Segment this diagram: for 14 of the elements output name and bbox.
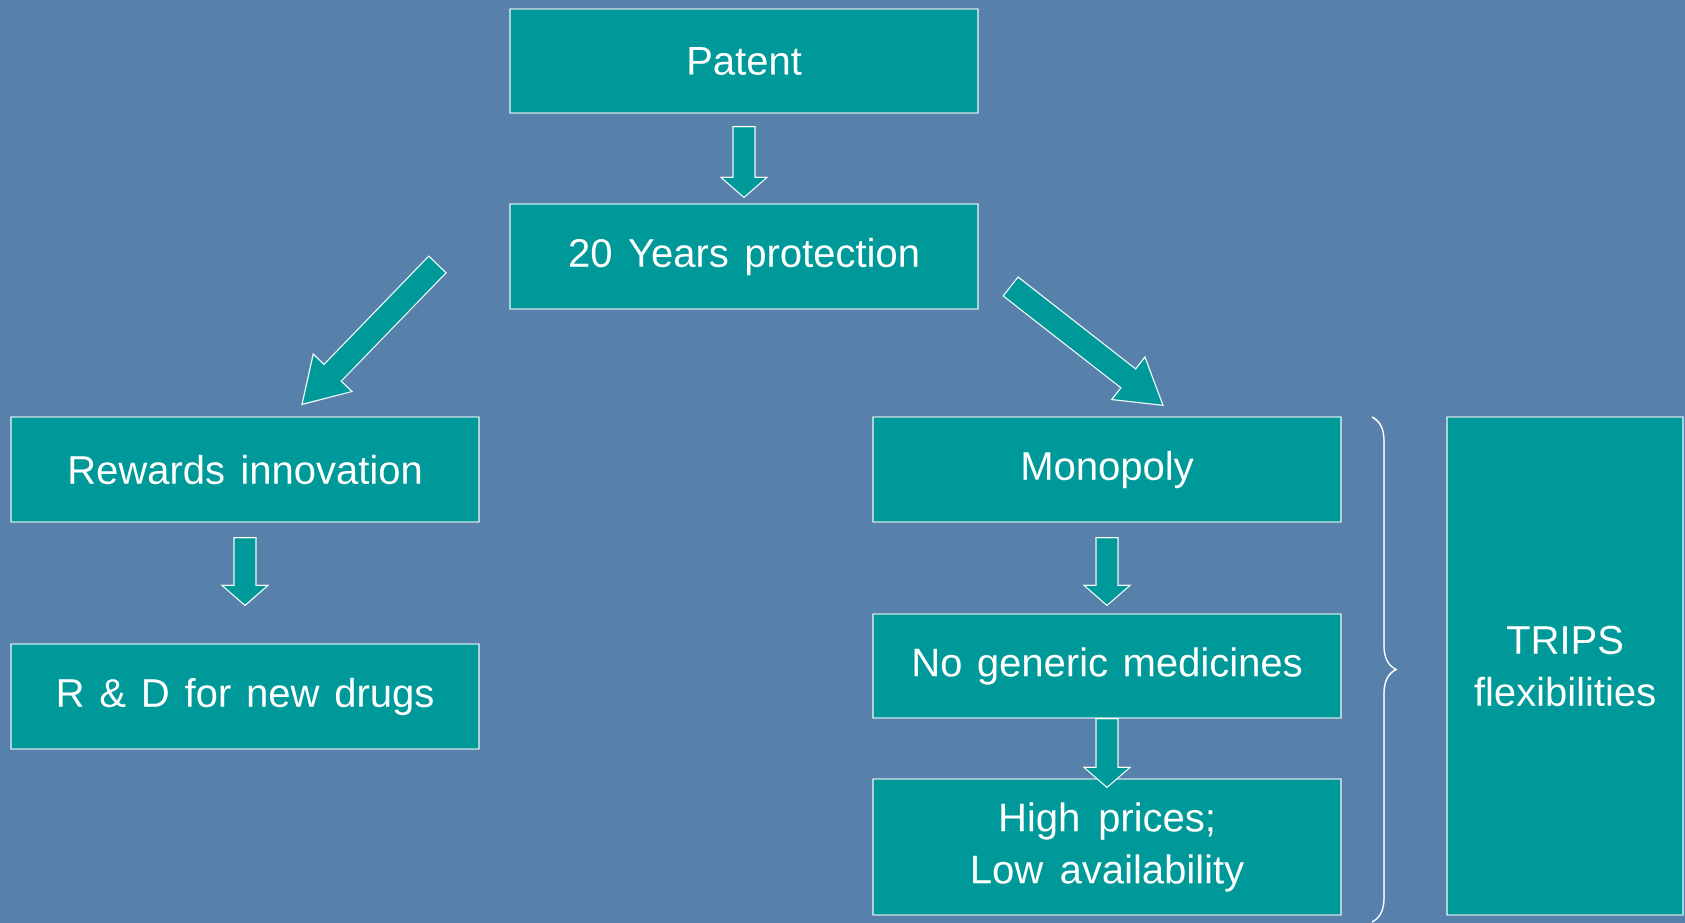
process-box: R & D for new drugs bbox=[10, 643, 480, 750]
process-box: Rewards innovation bbox=[10, 416, 480, 523]
process-box: High prices; Low availability bbox=[872, 778, 1342, 916]
block-arrow bbox=[1082, 718, 1132, 789]
process-box: Monopoly bbox=[872, 416, 1342, 523]
process-box: Patent bbox=[509, 8, 979, 114]
process-box: TRIPS flexibilities bbox=[1446, 416, 1684, 916]
block-arrow bbox=[301, 255, 447, 406]
block-arrow bbox=[719, 126, 769, 199]
block-arrow bbox=[220, 537, 270, 607]
block-arrow bbox=[1082, 537, 1132, 607]
process-box: 20 Years protection bbox=[509, 203, 979, 310]
block-arrow bbox=[1002, 276, 1164, 407]
process-box: No generic medicines bbox=[872, 613, 1342, 719]
